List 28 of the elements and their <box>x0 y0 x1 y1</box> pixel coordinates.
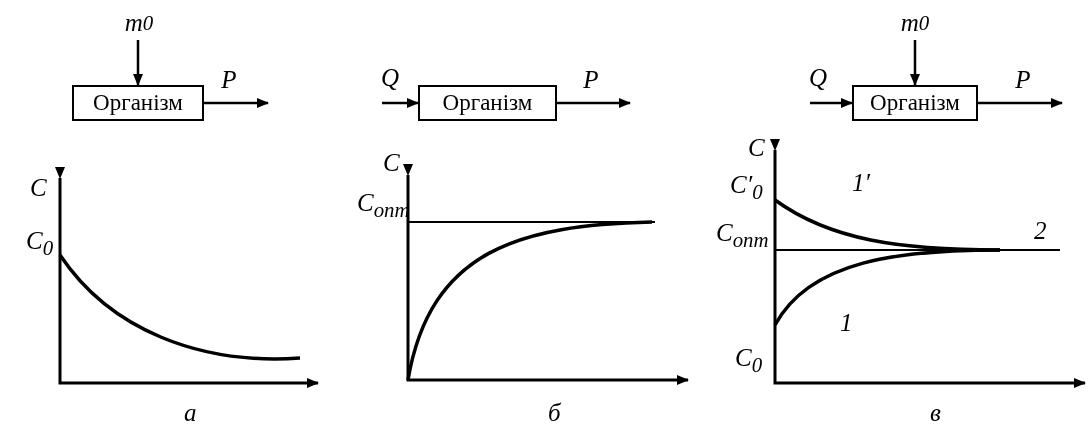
arrow <box>557 98 631 108</box>
panel-letter: а <box>184 400 197 425</box>
axis-label: C$_{опт}$ <box>716 220 769 251</box>
axis-label: C$_{0}$ <box>735 345 763 376</box>
axis-label: 1′ <box>852 170 870 195</box>
process-box: Організм <box>418 85 557 121</box>
axis-label: C <box>748 135 765 160</box>
axis-label: 1 <box>840 310 853 335</box>
arrow <box>133 40 143 86</box>
arrow <box>382 98 419 108</box>
axis-label: 2 <box>1034 218 1047 243</box>
arrow <box>910 40 920 86</box>
panel-letter: в <box>930 400 941 425</box>
process-box: Організм <box>852 85 978 121</box>
signal-label: P <box>218 64 240 96</box>
process-box: Організм <box>72 85 204 121</box>
signal-label: Q <box>806 62 830 94</box>
axis-label: C <box>383 150 400 175</box>
signal-label: Q <box>378 62 402 94</box>
signal-label: P <box>580 64 602 96</box>
signal-label: P <box>1012 64 1034 96</box>
panel-letter: б <box>548 400 561 425</box>
axis-label: C <box>30 175 47 200</box>
arrow <box>204 98 269 108</box>
axis-label: C′$_{0}$ <box>730 172 763 203</box>
arrow <box>978 98 1063 108</box>
arrow <box>810 98 853 108</box>
axis-label: C$_{0}$ <box>26 228 54 259</box>
